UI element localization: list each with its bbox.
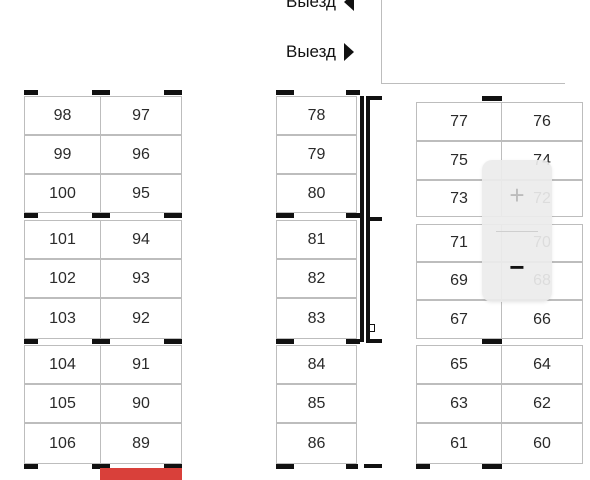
spot-divider bbox=[24, 339, 38, 344]
wall bbox=[366, 217, 382, 221]
zoom-control: + − bbox=[482, 160, 552, 302]
parking-spot[interactable]: 65 bbox=[416, 345, 502, 384]
spot-divider bbox=[92, 213, 110, 218]
exit-text: Выезд bbox=[286, 0, 336, 11]
wall bbox=[360, 96, 364, 342]
parking-spot[interactable]: 85 bbox=[276, 384, 357, 423]
spot-divider bbox=[24, 213, 38, 218]
parking-spot[interactable]: 95 bbox=[100, 174, 182, 213]
parking-spot[interactable]: 105 bbox=[24, 384, 101, 423]
spot-divider bbox=[164, 213, 182, 218]
entrance-marker-icon bbox=[368, 324, 375, 332]
exit-label-top: Выезд bbox=[286, 0, 354, 12]
spot-divider bbox=[92, 464, 110, 469]
spot-divider bbox=[276, 464, 294, 469]
parking-spot[interactable]: 92 bbox=[100, 298, 182, 339]
spot-divider bbox=[92, 90, 110, 95]
spot-divider bbox=[482, 339, 502, 344]
parking-spot[interactable]: 101 bbox=[24, 220, 101, 259]
parking-spot[interactable]: 77 bbox=[416, 102, 502, 141]
parking-spot[interactable]: 96 bbox=[100, 135, 182, 174]
zoom-separator bbox=[496, 231, 538, 232]
parking-spot[interactable]: 91 bbox=[100, 345, 182, 384]
wall bbox=[364, 464, 382, 468]
parking-spot[interactable]: 60 bbox=[501, 423, 583, 464]
parking-spot[interactable]: 100 bbox=[24, 174, 101, 213]
wall bbox=[366, 96, 382, 100]
zoom-in-button[interactable]: + bbox=[509, 179, 525, 210]
spot-divider bbox=[276, 213, 294, 218]
arrow-right-icon bbox=[343, 43, 354, 61]
parking-spot[interactable]: 67 bbox=[416, 300, 502, 339]
parking-spot[interactable]: 86 bbox=[276, 423, 357, 464]
spot-divider bbox=[416, 464, 430, 469]
parking-spot[interactable]: 99 bbox=[24, 135, 101, 174]
parking-spot[interactable]: 103 bbox=[24, 298, 101, 339]
parking-spot[interactable]: 89 bbox=[100, 423, 182, 464]
occupied-spot bbox=[100, 468, 182, 480]
parking-spot[interactable]: 61 bbox=[416, 423, 502, 464]
spot-divider bbox=[346, 90, 360, 95]
exit-text: Выезд bbox=[286, 42, 336, 61]
parking-spot[interactable]: 64 bbox=[501, 345, 583, 384]
parking-spot[interactable]: 104 bbox=[24, 345, 101, 384]
parking-spot[interactable]: 84 bbox=[276, 345, 357, 384]
spot-divider bbox=[346, 213, 360, 218]
parking-spot[interactable]: 93 bbox=[100, 259, 182, 298]
zoom-out-button[interactable]: − bbox=[509, 251, 525, 282]
parking-spot[interactable]: 81 bbox=[276, 220, 357, 259]
parking-spot[interactable]: 62 bbox=[501, 384, 583, 423]
parking-spot[interactable]: 63 bbox=[416, 384, 502, 423]
spot-divider bbox=[482, 96, 502, 101]
spot-divider bbox=[346, 339, 360, 344]
spot-divider bbox=[24, 464, 38, 469]
spot-divider bbox=[24, 90, 38, 95]
parking-spot[interactable]: 97 bbox=[100, 96, 182, 135]
spot-divider bbox=[276, 90, 294, 95]
spot-divider bbox=[482, 464, 502, 469]
parking-spot[interactable]: 94 bbox=[100, 220, 182, 259]
spot-divider bbox=[276, 339, 294, 344]
exit-label: Выезд bbox=[286, 42, 354, 62]
parking-spot[interactable]: 83 bbox=[276, 298, 357, 339]
parking-spot[interactable]: 98 bbox=[24, 96, 101, 135]
spot-divider bbox=[92, 339, 110, 344]
parking-spot[interactable]: 76 bbox=[501, 102, 583, 141]
spot-divider bbox=[164, 339, 182, 344]
parking-spot[interactable]: 66 bbox=[501, 300, 583, 339]
arrow-left-icon bbox=[343, 0, 354, 11]
parking-spot[interactable]: 80 bbox=[276, 174, 357, 213]
parking-spot[interactable]: 78 bbox=[276, 96, 357, 135]
spot-divider bbox=[164, 464, 182, 469]
wall bbox=[366, 339, 382, 343]
parking-spot[interactable]: 102 bbox=[24, 259, 101, 298]
parking-spot[interactable]: 90 bbox=[100, 384, 182, 423]
parking-spot[interactable]: 82 bbox=[276, 259, 357, 298]
spot-divider bbox=[346, 464, 358, 469]
parking-spot[interactable]: 106 bbox=[24, 423, 101, 464]
spot-divider bbox=[164, 90, 182, 95]
building-outline bbox=[381, 0, 565, 84]
parking-spot[interactable]: 79 bbox=[276, 135, 357, 174]
